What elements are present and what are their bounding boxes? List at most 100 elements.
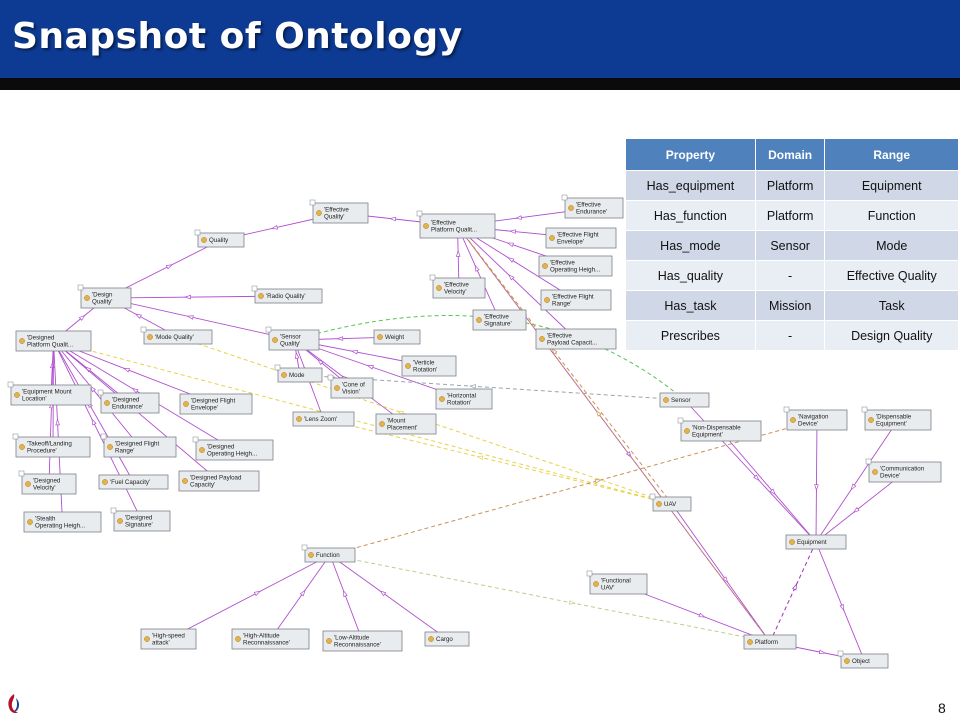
expand-toggle-icon[interactable] <box>561 194 568 201</box>
expand-toggle-icon[interactable] <box>865 458 872 465</box>
expand-toggle-icon[interactable] <box>783 406 790 413</box>
edge-arrowhead <box>350 349 358 355</box>
class-node-uav[interactable]: UAV <box>649 493 692 512</box>
expand-toggle-icon[interactable] <box>649 493 656 500</box>
node-label: Device' <box>880 473 900 480</box>
node-box <box>10 384 92 406</box>
class-node-fuel-capacity[interactable]: 'Fuel Capacity' <box>98 474 169 490</box>
node-box <box>375 413 437 435</box>
class-node-platform[interactable]: Platform <box>743 634 797 650</box>
class-node-sensor[interactable]: Sensor <box>659 392 710 408</box>
class-circle-icon <box>258 293 264 299</box>
expand-toggle-icon[interactable] <box>110 507 117 514</box>
class-circle-icon <box>476 317 482 323</box>
node-label: Capacity' <box>190 482 215 489</box>
node-box <box>292 411 355 427</box>
expand-toggle-icon[interactable] <box>18 470 25 477</box>
class-circle-icon <box>436 285 442 291</box>
expand-toggle-icon[interactable] <box>194 229 201 236</box>
expand-toggle-icon[interactable] <box>12 433 19 440</box>
expand-toggle-icon[interactable] <box>265 326 272 333</box>
cell-range: Mode <box>824 230 959 261</box>
graph-edge <box>323 418 673 505</box>
node-box <box>80 287 132 309</box>
expand-toggle-icon[interactable] <box>274 364 281 371</box>
expand-toggle-icon[interactable] <box>7 381 14 388</box>
expand-toggle-icon[interactable] <box>309 199 316 206</box>
node-box <box>23 511 102 533</box>
class-node-weight[interactable]: Weight <box>373 329 421 345</box>
expand-toggle-icon[interactable] <box>140 326 147 333</box>
edge-arrowhead <box>514 215 522 220</box>
edge-arrowhead <box>134 313 142 319</box>
class-node-lens-zoom[interactable]: 'Lens Zoom' <box>292 411 355 427</box>
node-box <box>312 202 369 224</box>
expand-toggle-icon[interactable] <box>77 284 84 291</box>
class-circle-icon <box>790 417 796 423</box>
class-node-equipment[interactable]: Equipment <box>785 534 847 550</box>
expand-toggle-icon[interactable] <box>837 650 844 657</box>
node-label: Weight <box>385 334 404 341</box>
class-node-radio-quality[interactable]: 'Radio Quality' <box>251 285 323 304</box>
expand-toggle-icon[interactable] <box>677 417 684 424</box>
class-node-function[interactable]: Function <box>301 544 356 563</box>
edge-arrowhead <box>299 589 306 597</box>
node-box <box>15 436 91 458</box>
expand-toggle-icon[interactable] <box>327 374 334 381</box>
class-node-mode[interactable]: Mode <box>274 364 323 383</box>
class-circle-icon <box>19 338 25 344</box>
expand-toggle-icon[interactable] <box>97 389 104 396</box>
class-node-cargo[interactable]: Cargo <box>424 631 470 647</box>
class-node-quality[interactable]: Quality <box>194 229 245 248</box>
expand-toggle-icon[interactable] <box>100 433 107 440</box>
expand-toggle-icon[interactable] <box>429 274 436 281</box>
expand-toggle-icon[interactable] <box>192 436 199 443</box>
class-node-object[interactable]: Object <box>837 650 889 669</box>
edge-arrowhead <box>165 264 173 270</box>
class-circle-icon <box>199 447 205 453</box>
expand-toggle-icon[interactable] <box>416 210 423 217</box>
node-label: Quality' <box>280 341 300 348</box>
node-box <box>100 392 160 414</box>
class-circle-icon <box>428 636 434 642</box>
expand-toggle-icon[interactable] <box>251 285 258 292</box>
expand-toggle-icon[interactable] <box>586 570 593 577</box>
class-node-mode-quality[interactable]: 'Mode Quality' <box>140 326 213 345</box>
expand-toggle-icon[interactable] <box>301 544 308 551</box>
expand-toggle-icon[interactable] <box>861 406 868 413</box>
